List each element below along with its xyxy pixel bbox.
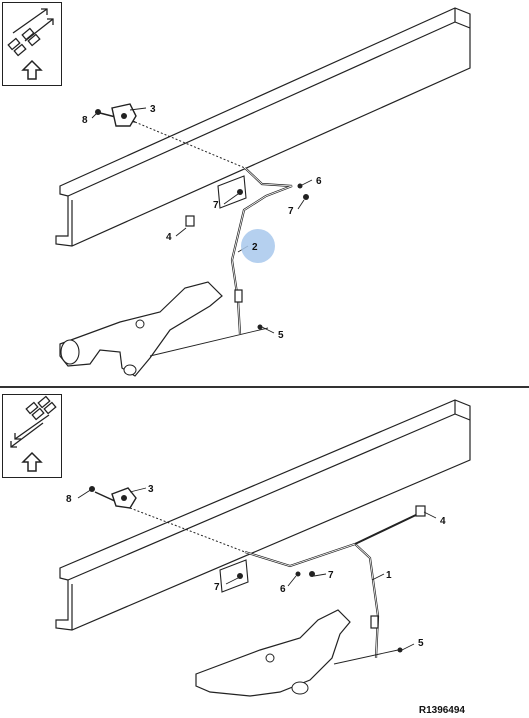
part-7-nut-a — [237, 189, 243, 195]
callout-5: 5 — [278, 330, 284, 341]
callout-2-highlight — [241, 229, 275, 263]
callout-7-b-bottom: 7 — [328, 570, 334, 581]
frame-rail — [55, 7, 471, 247]
callout-5-bottom: 5 — [418, 638, 424, 649]
part-5-bolt — [257, 324, 263, 330]
callout-7-b: 7 — [288, 206, 294, 217]
leader-lines-bottom — [77, 487, 437, 665]
parking-brake-cable-diagram-top: 8 3 6 7 7 4 2 5 — [55, 7, 471, 377]
part-4-clip-bottom — [415, 505, 426, 517]
callout-7-a-bottom: 7 — [214, 582, 220, 593]
part-6-clip-bottom — [295, 571, 301, 577]
callout-6: 6 — [316, 176, 322, 187]
part-7-nut-b — [303, 194, 309, 200]
callout-4-bottom: 4 — [440, 516, 446, 527]
rail-bracket — [217, 175, 247, 209]
callout-8: 8 — [82, 115, 88, 126]
reference-code: R1396494 — [418, 705, 465, 716]
part-5-bolt-bottom — [397, 647, 403, 653]
panel-divider — [0, 386, 529, 388]
callout-4: 4 — [166, 232, 172, 243]
callout-3-bottom: 3 — [148, 484, 154, 495]
part-7-nut-b-bottom — [309, 571, 315, 577]
callout-2: 2 — [252, 242, 258, 253]
suspension-bracket — [59, 281, 223, 377]
frame-rail-bottom — [55, 399, 471, 631]
part-7-nut-a-bottom — [237, 573, 243, 579]
suspension-bracket-bottom — [195, 609, 351, 697]
top-illustration-panel: 8 3 6 7 7 4 2 5 — [2, 2, 471, 377]
callout-7-a: 7 — [213, 200, 219, 211]
callout-1-bottom: 1 — [386, 570, 392, 581]
callout-3: 3 — [150, 104, 156, 115]
direction-icon-box-bottom — [2, 394, 62, 478]
arrows-diagonal-up-right-icon — [7, 8, 54, 80]
callout-8-bottom: 8 — [66, 494, 72, 505]
part-4-clip — [185, 215, 195, 227]
parking-brake-cable-diagram-bottom: 8 3 4 1 7 6 7 5 — [55, 399, 471, 697]
arrows-diagonal-down-left-icon — [10, 395, 57, 472]
callout-6-bottom: 6 — [280, 584, 286, 595]
bottom-illustration-panel: 8 3 4 1 7 6 7 5 R1396494 — [0, 388, 529, 718]
direction-icon-box-top — [2, 2, 62, 86]
